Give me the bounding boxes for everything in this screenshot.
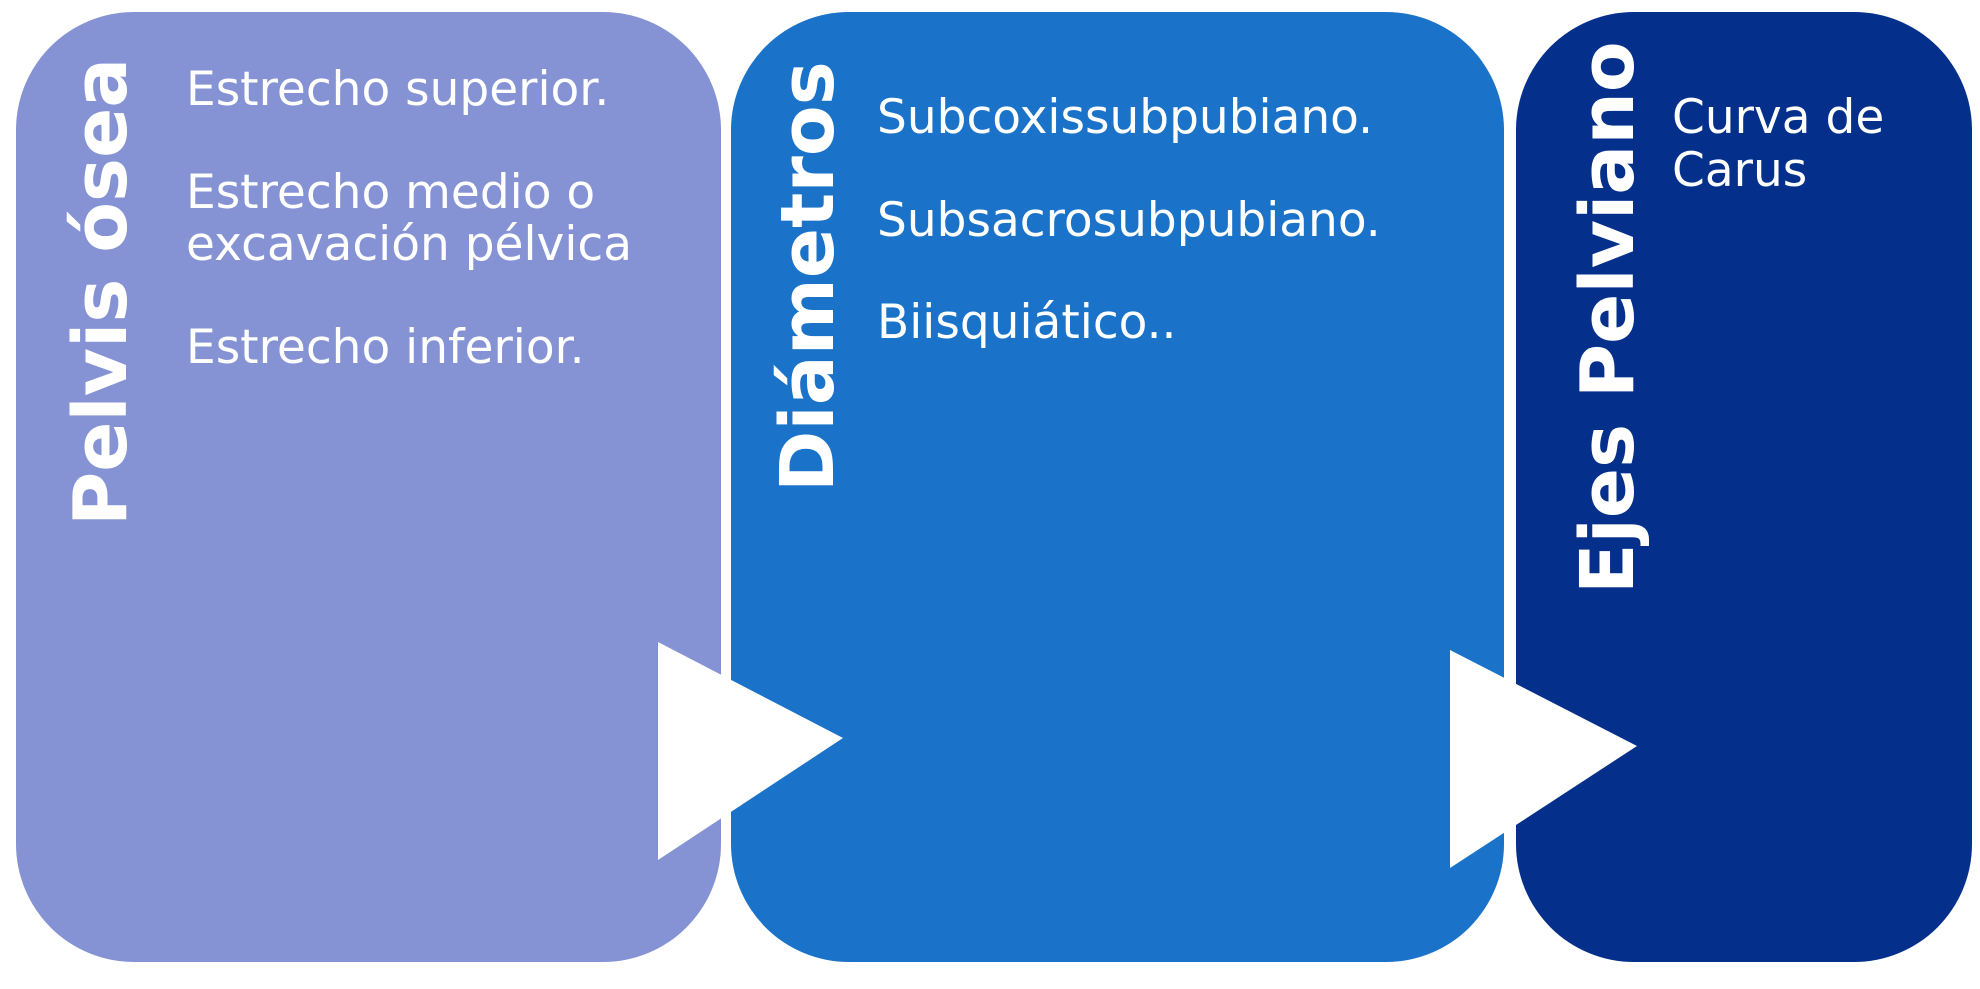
arrow-shape (658, 642, 843, 860)
panel-diametros: Diámetros Subcoxissubpubiano. Subsacrosu… (731, 12, 1504, 962)
panel-title: Pelvis ósea (58, 57, 144, 526)
panel-title: Diámetros (765, 61, 851, 492)
list-item: Subsacrosubpubiano. (877, 192, 1381, 248)
list-item: Estrecho medio o excavación pélvica (186, 164, 633, 273)
list-item: Biisquiático.. (877, 295, 1177, 351)
panel-ejes-pelviano: Ejes Pelviano Curva de Carus (1516, 12, 1972, 962)
list-item: Estrecho superior. (186, 62, 610, 117)
list-item: Subcoxissubpubiano. (877, 90, 1374, 145)
panel-pelvis-osea: Pelvis ósea Estrecho superior. Estrecho … (16, 12, 721, 962)
panel-title: Ejes Pelviano (1565, 41, 1651, 594)
item-list: Estrecho superior. Estrecho medio o exca… (186, 62, 706, 425)
arrow-shape (1450, 650, 1637, 868)
list-item: Curva de Carus (1672, 90, 1885, 198)
list-item: Estrecho inferior. (186, 319, 585, 375)
arrow-right-icon (1450, 650, 1637, 868)
item-list: Subcoxissubpubiano. Subsacrosubpubiano. … (877, 90, 1497, 400)
arrow-right-icon (658, 642, 843, 860)
item-list: Curva de Carus (1672, 90, 1962, 247)
